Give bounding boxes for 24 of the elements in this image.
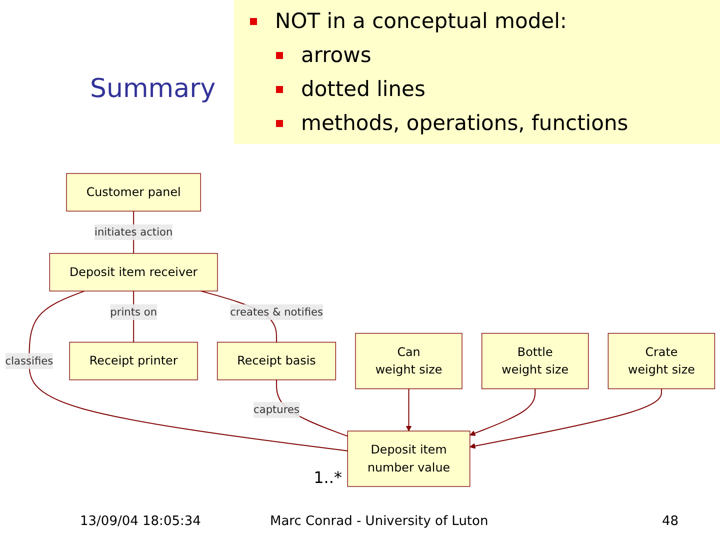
node-box: Receipt printer xyxy=(69,342,198,380)
node-box: Can weight size xyxy=(355,332,462,390)
node-box: Customer panel xyxy=(66,173,201,212)
bullet-item: methods, operations, functions xyxy=(301,110,628,137)
bullet-item: dotted lines xyxy=(301,76,426,103)
node-box: Crate weight size xyxy=(608,332,716,390)
edge-label: initiates action xyxy=(94,226,173,238)
arrow xyxy=(406,388,412,432)
edge-label: prints on xyxy=(110,306,158,318)
footer-author: Marc Conrad - University of Luton xyxy=(270,514,488,529)
node-box: Bottle weight size xyxy=(482,332,589,390)
node-box: Deposit item receiver xyxy=(49,253,218,292)
edge-label: creates & notifies xyxy=(230,306,323,318)
node-box: Deposit item number value xyxy=(347,430,470,487)
node-box: Receipt basis xyxy=(217,342,336,380)
edge-label: captures xyxy=(254,403,300,416)
edge-label: classifies xyxy=(5,354,54,367)
page-number: 48 xyxy=(662,514,679,529)
bullet-item: arrows xyxy=(301,42,372,69)
slide-title: Summary xyxy=(90,74,216,104)
footer-date: 13/09/04 18:05:34 xyxy=(80,514,201,529)
arrow xyxy=(470,388,536,436)
arrow xyxy=(470,388,662,449)
bullet-heading: NOT in a conceptual model: xyxy=(275,8,567,35)
